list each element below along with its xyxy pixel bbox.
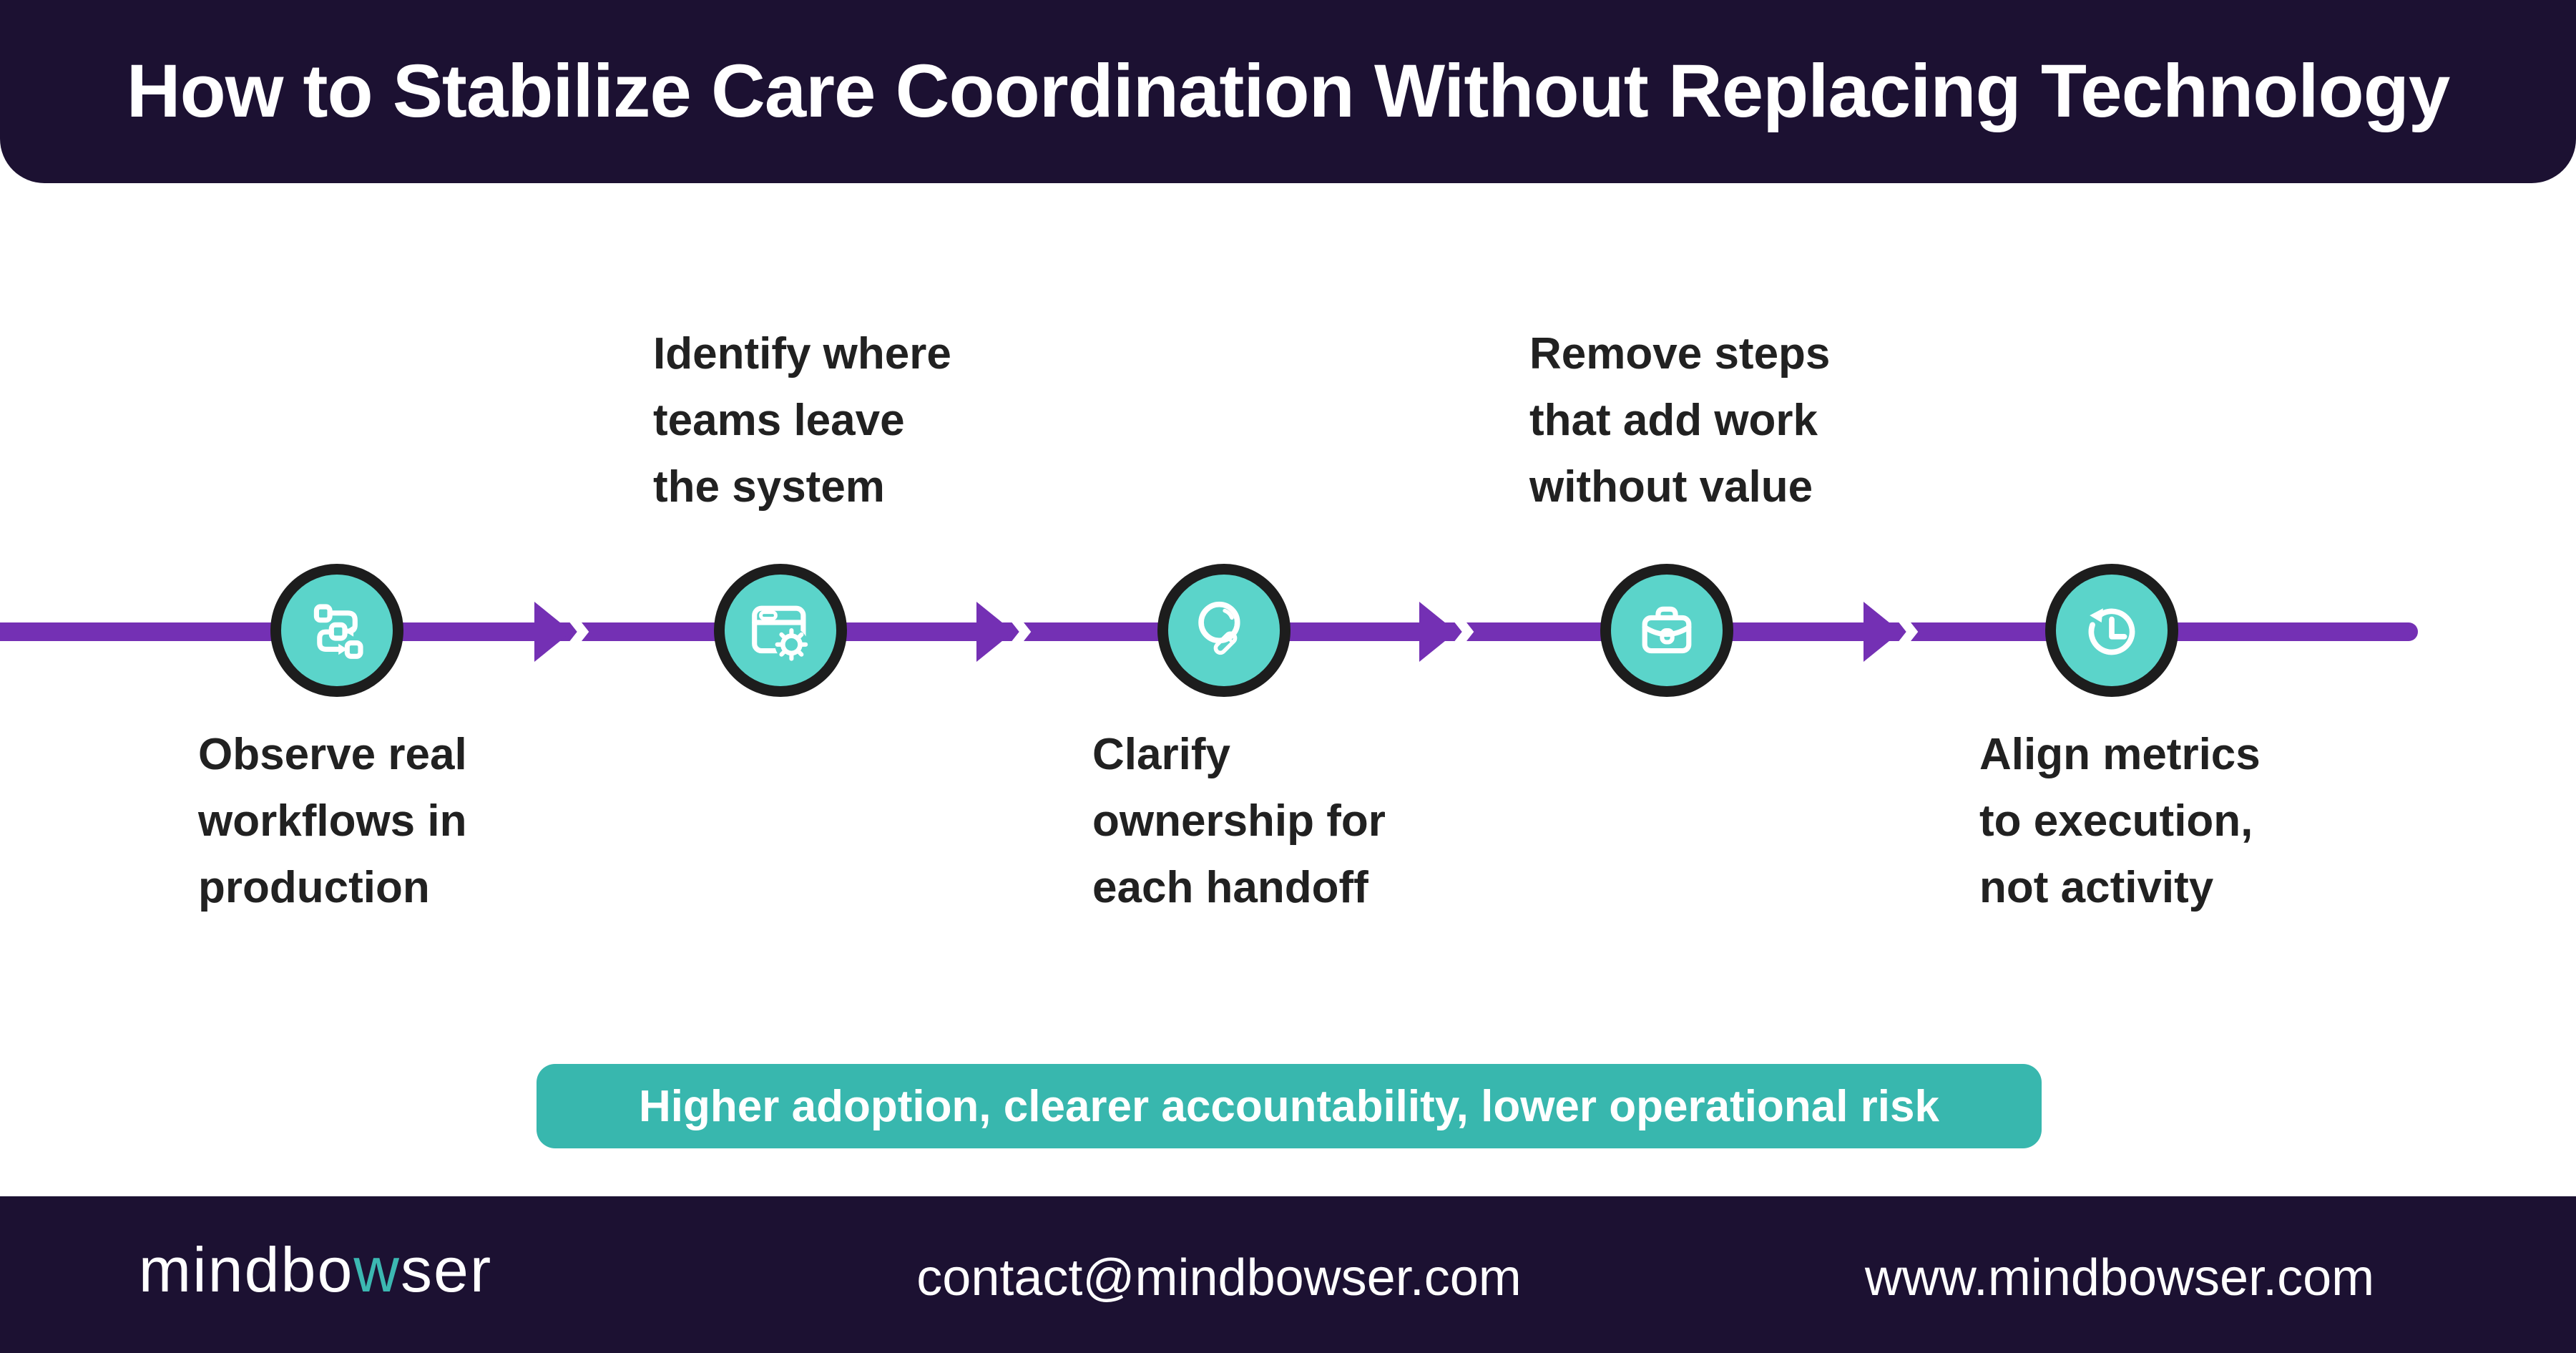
contact-email: contact@mindbowser.com xyxy=(916,1249,1522,1306)
step-1-label: Observe real workflows in production xyxy=(198,721,467,921)
step-3-node xyxy=(1157,564,1291,697)
step-1-node xyxy=(270,564,403,697)
step-2-label-line: the system xyxy=(653,462,885,512)
step-1-label-line: workflows in xyxy=(198,796,467,846)
logo-accent-letter: w xyxy=(353,1234,401,1305)
step-4-node xyxy=(1600,564,1733,697)
step-2-label: Identify where teams leave the system xyxy=(653,321,951,520)
step-2-node xyxy=(714,564,847,697)
flow-arrow xyxy=(1864,601,1919,663)
browser-gear-icon xyxy=(752,605,808,661)
header-banner: How to Stabilize Care Coordination Witho… xyxy=(0,0,2576,183)
footer-bar xyxy=(0,1196,2576,1353)
logo-part: ser xyxy=(400,1234,493,1305)
briefcase-icon xyxy=(1642,606,1692,654)
magnifier-icon xyxy=(1198,601,1240,655)
page-title: How to Stabilize Care Coordination Witho… xyxy=(126,49,2450,133)
step-4-label-line: that add work xyxy=(1529,396,1818,445)
step-5-node xyxy=(2045,564,2178,697)
step-5-label-line: Align metrics xyxy=(1979,730,2261,779)
step-5-label-line: not activity xyxy=(1979,863,2214,912)
step-2-label-line: teams leave xyxy=(653,396,905,445)
step-5-label-line: to execution, xyxy=(1979,796,2253,846)
flow-arrow xyxy=(1419,601,1474,663)
step-4-label-line: without value xyxy=(1529,462,1813,512)
step-3-label: Clarify ownership for each handoff xyxy=(1092,721,1386,921)
mindbowser-logo: mindbowser xyxy=(139,1234,492,1306)
step-3-label-line: each handoff xyxy=(1092,863,1368,912)
workflow-icon xyxy=(313,604,363,659)
step-4-label-line: Remove steps xyxy=(1529,329,1831,378)
result-banner: Higher adoption, clearer accountability,… xyxy=(537,1064,2042,1148)
step-3-label-line: Clarify xyxy=(1092,730,1230,779)
step-5-label: Align metrics to execution, not activity xyxy=(1979,721,2261,921)
website-url: www.mindbowser.com xyxy=(1864,1249,2375,1306)
result-banner-text: Higher adoption, clearer accountability,… xyxy=(639,1081,1939,1131)
step-1-label-line: production xyxy=(198,863,430,912)
clock-history-icon xyxy=(2088,608,2135,655)
step-3-label-line: ownership for xyxy=(1092,796,1386,846)
step-4-label: Remove steps that add work without value xyxy=(1529,321,1830,520)
step-1-label-line: Observe real xyxy=(198,730,467,779)
flow-arrow xyxy=(534,601,589,663)
step-2-label-line: Identify where xyxy=(653,329,951,378)
logo-part: mindbo xyxy=(138,1234,354,1305)
flow-arrow xyxy=(976,601,1032,663)
